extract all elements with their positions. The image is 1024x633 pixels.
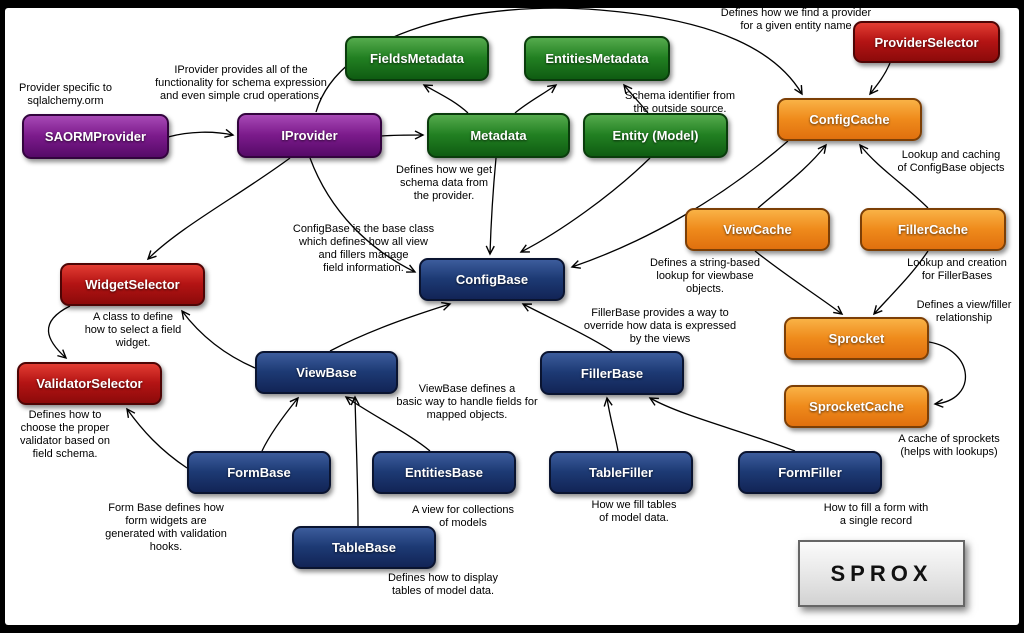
node-saormprovider: SAORMProvider <box>22 114 169 159</box>
arrow-entity-to-configbase <box>519 157 651 253</box>
node-widgetselector: WidgetSelector <box>60 263 205 306</box>
arrow-iprovider-to-configbase <box>309 157 417 273</box>
node-configbase: ConfigBase <box>419 258 565 301</box>
arrow-viewbase-to-configbase <box>329 301 452 352</box>
node-formbase: FormBase <box>187 451 331 494</box>
node-fillerbase: FillerBase <box>540 351 684 395</box>
node-tablebase: TableBase <box>292 526 436 569</box>
node-sprocketcache: SprocketCache <box>784 385 929 428</box>
arrow-widgetselector-to-validatorselector <box>47 305 71 360</box>
arrow-tablebase-to-viewbase <box>350 395 360 527</box>
arrow-configcache-to-configbase <box>570 140 789 269</box>
arrow-providerselector-to-configcache <box>869 62 891 96</box>
arrow-metadata-to-entitiesmetadata <box>514 84 558 114</box>
note-configcache: Lookup and caching of ConfigBase objects <box>897 149 1005 174</box>
arrow-sprocket-to-sprocketcache <box>928 341 967 408</box>
node-iprovider: IProvider <box>237 113 382 158</box>
arrow-fillercache-to-configcache <box>859 143 929 209</box>
note-sprocketcache: A cache of sprockets (helps with lookups… <box>898 433 1000 458</box>
note-viewbase: ViewBase defines a basic way to handle f… <box>396 383 538 421</box>
note-viewcache: Defines a string-based lookup for viewba… <box>649 257 761 295</box>
arrow-fillercache-to-sprocket <box>872 250 929 316</box>
node-configcache: ConfigCache <box>777 98 922 141</box>
arrow-iprovider-to-widgetselector <box>146 157 291 261</box>
arrow-formbase-to-viewbase <box>261 396 299 452</box>
node-entitiesbase: EntitiesBase <box>372 451 516 494</box>
arrow-viewcache-to-configcache <box>757 143 827 209</box>
arrow-entity-to-entitiesmetadata <box>623 83 649 114</box>
node-viewcache: ViewCache <box>685 208 830 251</box>
note-tablefiller: How we fill tables of model data. <box>591 499 677 524</box>
node-validatorselector: ValidatorSelector <box>17 362 162 405</box>
arrow-viewbase-to-widgetselector <box>181 309 256 369</box>
note-tablebase: Defines how to display tables of model d… <box>387 572 499 597</box>
note-formfiller: How to fill a form with a single record <box>823 502 929 527</box>
note-formbase: Form Base defines how form widgets are g… <box>105 502 227 553</box>
note-iprovider: IProvider provides all of the functional… <box>155 64 327 102</box>
note-fillercache: Lookup and creation for FillerBases <box>907 257 1007 282</box>
arrow-iprovider-to-metadata <box>380 130 425 140</box>
node-viewbase: ViewBase <box>255 351 398 394</box>
node-providerselector: ProviderSelector <box>853 21 1000 63</box>
note-fillerbase: FillerBase provides a way to override ho… <box>583 307 737 345</box>
note-validatorselector: Defines how to choose the proper validat… <box>20 409 110 460</box>
arrow-metadata-to-configbase <box>485 157 497 256</box>
arrow-saorm-to-iprovider <box>167 128 235 138</box>
node-entitiesmetadata: EntitiesMetadata <box>524 36 670 81</box>
arrow-formbase-to-validatorselector <box>126 407 188 469</box>
note-sprocket: Defines a view/filler relationship <box>916 299 1012 324</box>
note-metadata: Defines how we get schema data from the … <box>396 164 492 202</box>
node-sprocket: Sprocket <box>784 317 929 360</box>
node-entity-model: Entity (Model) <box>583 113 728 158</box>
note-providerselector: Defines how we find a provider for a giv… <box>720 7 872 32</box>
node-metadata: Metadata <box>427 113 570 158</box>
arrow-formfiller-to-fillerbase <box>648 397 796 452</box>
arrow-metadata-to-fieldsmetadata <box>422 84 469 114</box>
arrow-tablefiller-to-fillerbase <box>603 396 619 452</box>
note-entity-model: Schema identifier from the outside sourc… <box>624 90 736 115</box>
node-tablefiller: TableFiller <box>549 451 693 494</box>
note-widgetselector: A class to define how to select a field … <box>84 311 182 349</box>
node-fillercache: FillerCache <box>860 208 1006 251</box>
sprox-logo: SPROX <box>798 540 965 607</box>
note-entitiesbase: A view for collections of models <box>411 504 515 529</box>
note-configbase: ConfigBase is the base class which defin… <box>292 223 435 274</box>
arrow-fillerbase-to-configbase <box>521 303 613 352</box>
node-fieldsmetadata: FieldsMetadata <box>345 36 489 81</box>
node-formfiller: FormFiller <box>738 451 882 494</box>
note-saormprovider: Provider specific to sqlalchemy.orm <box>19 82 112 107</box>
arrow-viewcache-to-sprocket <box>754 250 844 315</box>
